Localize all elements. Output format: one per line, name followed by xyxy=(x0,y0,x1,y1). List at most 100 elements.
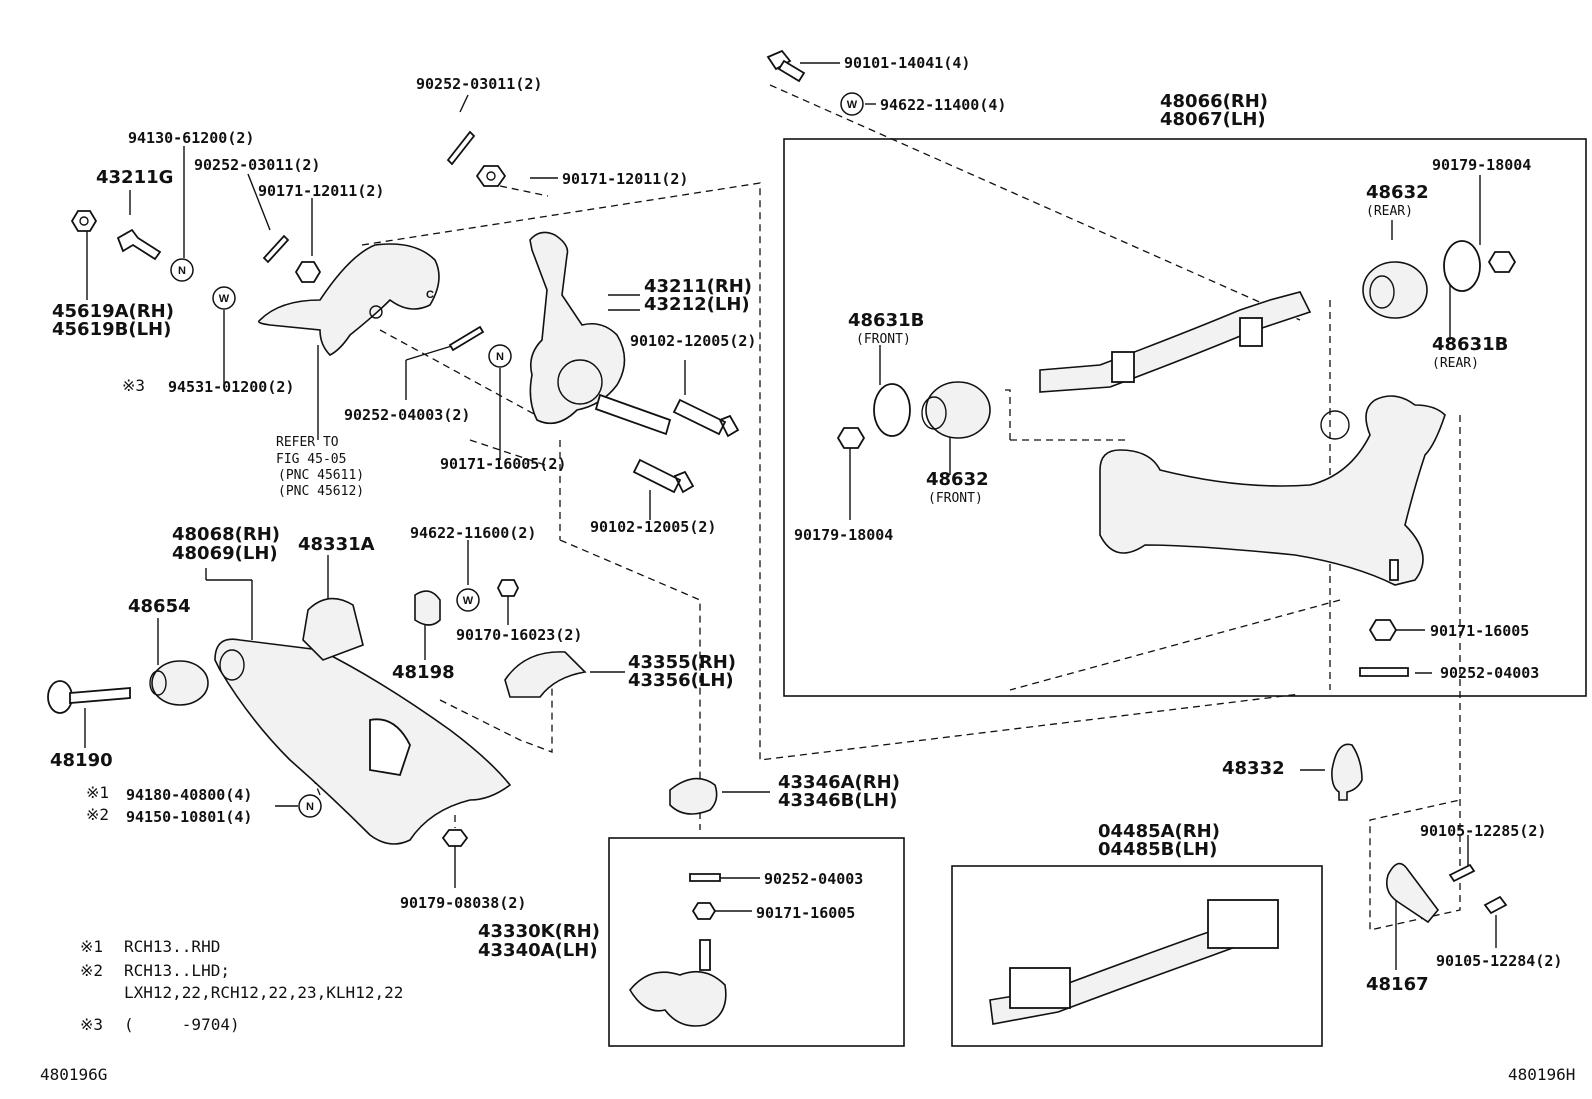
boot-48332 xyxy=(1331,743,1363,801)
svg-text:N: N xyxy=(306,801,314,813)
labels: 90101-14041(4) 94622-11400(4) 48066(RH) … xyxy=(50,54,1562,995)
footer-right-code: 480196H xyxy=(1508,1065,1575,1084)
nut-90171-12011-left xyxy=(294,261,322,283)
label-43355: 43355(RH) xyxy=(628,652,736,673)
label-43211: 43211(RH) xyxy=(644,276,752,297)
label-90171-16005-bj: 90171-16005 xyxy=(756,904,855,922)
label-43330K: 43330K(RH) xyxy=(478,921,600,942)
label-refer3: (PNC 45611) xyxy=(278,468,364,483)
label-48631B-front1: 48631B xyxy=(848,310,924,331)
label-90102-b: 90102-12005(2) xyxy=(590,518,716,536)
note-2-mark: ※2 xyxy=(80,961,103,980)
lower-arm-bushing-eye xyxy=(219,649,245,681)
label-48066: 48066(RH) xyxy=(1160,91,1268,112)
note-3-mark: ※3 xyxy=(80,1015,103,1034)
lower-arm xyxy=(214,638,512,845)
label-48069: 48069(LH) xyxy=(172,543,278,564)
label-90171-16005-mid: 90171-16005(2) xyxy=(440,455,566,473)
label-94180-mark: ※1 xyxy=(86,783,109,802)
bolt-90101 xyxy=(766,49,806,83)
label-48068: 48068(RH) xyxy=(172,524,280,545)
nut-symbol-94180: N xyxy=(298,794,322,818)
washer-94531: W xyxy=(212,286,236,310)
knuckle-hub xyxy=(557,359,603,405)
cotter-pin-mid xyxy=(262,234,290,264)
svg-text:W: W xyxy=(463,595,474,607)
label-90252-04003-left: 90252-04003(2) xyxy=(344,406,470,424)
upper-arm-box xyxy=(783,138,1587,697)
label-refer1: REFER TO xyxy=(276,435,339,450)
knuckle-spindle xyxy=(594,393,672,436)
nut-90179-18004-front xyxy=(836,427,866,449)
nut-90171-16005-r xyxy=(1368,619,1398,641)
bolt-48190 xyxy=(47,680,131,714)
label-94622-11600: 94622-11600(2) xyxy=(410,524,536,542)
svg-text:N: N xyxy=(178,265,186,277)
cotter-pin-left xyxy=(448,325,485,352)
cotter-pin-bj xyxy=(689,873,721,882)
upper-arm-assembly xyxy=(1099,395,1446,586)
label-90105-12284: 90105-12284(2) xyxy=(1436,952,1562,970)
label-90179-18004-r: 90179-18004 xyxy=(1432,156,1531,174)
nut-90171-12011-top xyxy=(475,165,507,187)
bushing-48654 xyxy=(149,660,209,706)
label-43346A: 43346A(RH) xyxy=(778,772,900,793)
label-94531: 94531-01200(2) xyxy=(168,378,294,396)
svg-text:N: N xyxy=(496,351,504,363)
label-48631B-front2: (FRONT) xyxy=(856,332,911,347)
label-43212: 43212(LH) xyxy=(644,294,750,315)
label-94622-11400: 94622-11400(4) xyxy=(880,96,1006,114)
label-04485A: 04485A(RH) xyxy=(1098,821,1220,842)
cotter-pin-r xyxy=(1359,667,1409,677)
label-90170: 90170-16023(2) xyxy=(456,626,582,644)
steering-arm xyxy=(257,243,440,356)
label-48632-rear2: (REAR) xyxy=(1366,204,1413,219)
nut-bj xyxy=(691,902,717,920)
label-90102-a: 90102-12005(2) xyxy=(630,332,756,350)
leader-lines xyxy=(84,62,1497,970)
label-43211G: 43211G xyxy=(96,167,173,188)
bracket-lower xyxy=(369,718,411,777)
label-refer2: FIG 45-05 xyxy=(276,452,346,467)
cotter-pin-top xyxy=(446,130,476,166)
washer-48631B-rear xyxy=(1443,240,1481,292)
ball-joint-box xyxy=(608,837,905,1047)
nut-45619 xyxy=(70,210,98,232)
label-43346B: 43346B(LH) xyxy=(778,790,897,811)
steering-knuckle xyxy=(529,231,626,425)
label-94150-mark: ※2 xyxy=(86,805,109,824)
nut-90179-18004-rear xyxy=(1487,251,1517,273)
bumper-48331A xyxy=(302,597,364,661)
label-43340A: 43340A(LH) xyxy=(478,940,598,961)
label-48631B-rear2: (REAR) xyxy=(1432,356,1479,371)
label-45619B: 45619B(LH) xyxy=(52,319,171,340)
label-48331A: 48331A xyxy=(298,534,375,555)
stopper-43355 xyxy=(504,651,587,698)
label-48632-front1: 48632 xyxy=(926,469,989,490)
bolt-90102-a xyxy=(672,398,740,438)
label-48190: 48190 xyxy=(50,750,113,771)
label-94531-mark: ※3 xyxy=(122,376,145,395)
label-90252-04003-r: 90252-04003 xyxy=(1440,664,1539,682)
label-90252-03011-mid: 90252-03011(2) xyxy=(194,156,320,174)
nut-symbol-90171-16005: N xyxy=(488,344,512,368)
label-90101: 90101-14041(4) xyxy=(844,54,970,72)
label-90179-18004-l: 90179-18004 xyxy=(794,526,893,544)
label-94150: 94150-10801(4) xyxy=(126,808,252,826)
label-90171-16005-r: 90171-16005 xyxy=(1430,622,1529,640)
label-94130: 94130-61200(2) xyxy=(128,129,254,147)
bolt-43211G xyxy=(116,228,162,261)
ball-joint xyxy=(629,939,727,1027)
label-90105-12285: 90105-12285(2) xyxy=(1420,822,1546,840)
note-1-text: RCH13..RHD xyxy=(124,937,220,956)
note-3-text: ( -9704) xyxy=(124,1015,240,1034)
label-48332: 48332 xyxy=(1222,758,1285,779)
label-04485B: 04485B(LH) xyxy=(1098,839,1217,860)
label-90171-12011-left: 90171-12011(2) xyxy=(258,182,384,200)
upper-arm-assy-04485 xyxy=(989,899,1279,1025)
label-48631B-rear1: 48631B xyxy=(1432,334,1508,355)
label-94180: 94180-40800(4) xyxy=(126,786,252,804)
label-48654: 48654 xyxy=(128,596,191,617)
upper-arm-shaft xyxy=(1039,291,1312,393)
